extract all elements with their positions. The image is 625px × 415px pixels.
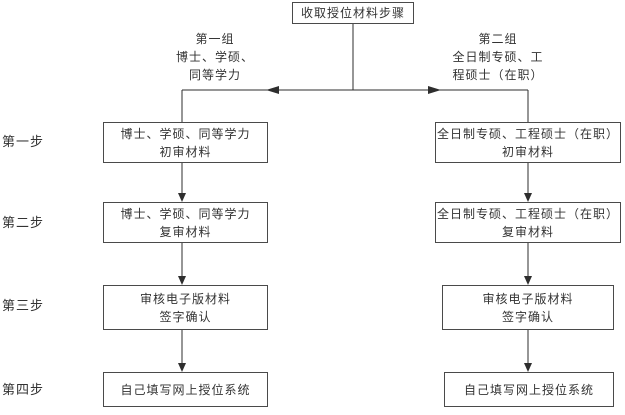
arrow-down-icon [178,276,186,285]
group-right-line1: 第二组 [478,32,518,46]
flow-box-left-step3: 审核电子版材料 签字确认 [103,285,268,330]
flow-box-right-step4: 自己填写网上授位系统 [444,372,614,407]
arrow-right-icon [428,86,441,94]
arrow-down-icon [524,363,532,372]
flow-box-left-step4: 自己填写网上授位系统 [103,372,268,407]
arrow-down-icon [178,193,186,202]
box-text-line: 初审材料 [159,144,212,159]
flow-box-right-step2: 全日制专硕、工程硕士（在职） 复审材料 [435,202,621,243]
box-text-line: 全日制专硕、工程硕士（在职） [436,126,619,141]
flow-box-right-step1: 全日制专硕、工程硕士（在职） 初审材料 [435,122,621,163]
arrow-down-icon [524,276,532,285]
box-text-line: 自己填写网上授位系统 [120,382,251,397]
group-left-line3: 同等学力 [188,68,241,82]
box-text-line: 自己填写网上授位系统 [463,382,594,397]
box-text-line: 初审材料 [501,144,554,159]
arrow-down-icon [178,363,186,372]
box-text-line: 博士、学硕、同等学力 [120,126,251,141]
step-label-4: 第四步 [2,382,45,397]
group-label-left: 第一组 博士、学硕、 同等学力 [150,30,280,84]
group-label-right: 第二组 全日制专硕、工 程硕士（在职） [424,30,572,84]
box-text-line: 审核电子版材料 [139,291,231,306]
box-text-line: 全日制专硕、工程硕士（在职） [436,206,619,221]
box-text-line: 签字确认 [159,309,212,324]
step-label-2: 第二步 [2,215,45,230]
box-text-line: 复审材料 [159,224,212,239]
group-right-line2: 全日制专硕、工 [452,50,544,64]
flow-box-right-step3: 审核电子版材料 签字确认 [442,285,614,330]
box-text-line: 复审材料 [501,224,554,239]
flow-box-left-step2: 博士、学硕、同等学力 复审材料 [103,202,268,243]
box-text-line: 博士、学硕、同等学力 [120,206,251,221]
flow-box-left-step1: 博士、学硕、同等学力 初审材料 [103,122,268,163]
box-text-line: 签字确认 [501,309,554,324]
group-left-line1: 第一组 [195,32,235,46]
group-left-line2: 博士、学硕、 [175,50,254,64]
title-box-text: 收取授位材料步骤 [300,6,405,20]
flow-box-title: 收取授位材料步骤 [292,2,414,24]
step-label-1: 第一步 [2,134,45,149]
step-label-3: 第三步 [2,298,45,313]
box-text-line: 审核电子版材料 [482,291,574,306]
arrow-left-icon [266,86,279,94]
arrow-down-icon [524,193,532,202]
group-right-line3: 程硕士（在职） [452,68,544,82]
